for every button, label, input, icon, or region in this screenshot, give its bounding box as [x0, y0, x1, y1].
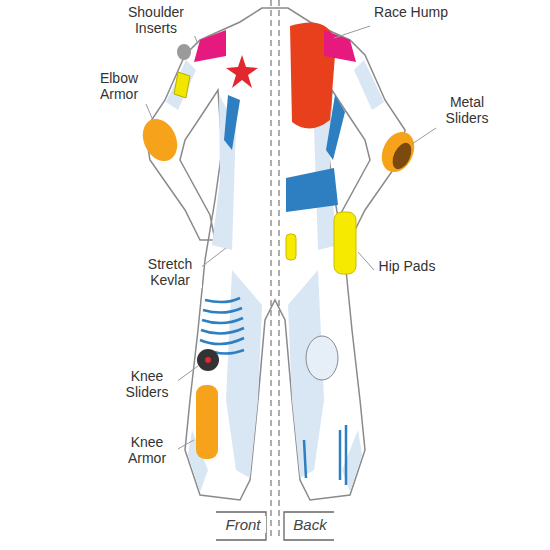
part-label: Hip Pads: [376, 258, 438, 274]
part-label: Knee Armor: [116, 434, 178, 466]
view-label: Front: [220, 516, 266, 533]
view-label: Back: [288, 516, 332, 533]
part-label: Metal Sliders: [426, 94, 508, 126]
part-label: Knee Sliders: [116, 368, 178, 400]
part-label: Elbow Armor: [82, 70, 156, 102]
part-label: Stretch Kevlar: [138, 256, 202, 288]
part-label: Race Hump: [370, 4, 452, 20]
part-label: Shoulder Inserts: [115, 4, 197, 36]
